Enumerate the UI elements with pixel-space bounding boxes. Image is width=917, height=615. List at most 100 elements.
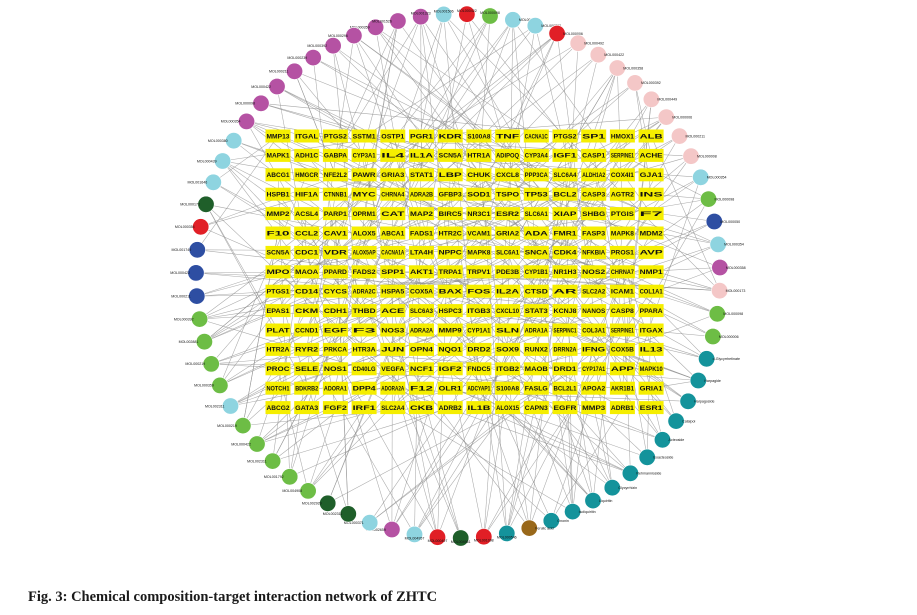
- target-box: [265, 381, 291, 395]
- molecule-node: MOL004957: [405, 525, 424, 543]
- target-node: MAOB: [523, 362, 549, 376]
- target-box: [466, 168, 492, 182]
- molecule-label: MOL000439: [197, 159, 217, 163]
- target-node: MYC: [351, 187, 377, 201]
- molecule-label: MOL002929: [302, 502, 322, 506]
- target-box: [409, 129, 434, 143]
- molecule-label: Catalpol: [682, 419, 695, 423]
- target-box: [466, 362, 492, 376]
- molecule-circle: [281, 468, 299, 486]
- target-box: [437, 342, 463, 356]
- edge-line: [272, 407, 451, 462]
- target-label: MAPK8: [467, 250, 490, 257]
- target-label: DPP4: [353, 386, 376, 393]
- target-node: S100A8: [495, 381, 521, 395]
- target-box: [265, 265, 291, 279]
- target-label: SPP1: [381, 269, 404, 276]
- target-node: SLC6A4: [552, 168, 578, 182]
- target-label: ALOX15: [496, 405, 519, 412]
- target-box: [609, 245, 635, 259]
- molecule-circle: [704, 327, 722, 345]
- target-node: PPARA: [638, 304, 664, 318]
- edge-line: [593, 174, 677, 422]
- target-node: HTR2A: [265, 342, 291, 356]
- target-box: [437, 187, 463, 201]
- target-label: COX4I1: [611, 172, 634, 179]
- target-box: [638, 207, 664, 221]
- target-box: [294, 207, 320, 221]
- edge-line: [392, 116, 667, 292]
- target-node: ADA: [523, 226, 549, 240]
- target-box: [638, 148, 664, 162]
- target-label: SOX9: [496, 347, 519, 354]
- molecule-node: MOL000354: [221, 112, 256, 130]
- molecule-circle: [699, 190, 717, 208]
- target-node: GFBP3: [437, 187, 463, 201]
- target-label: CYCS: [324, 289, 348, 296]
- target-label: VDR: [324, 250, 347, 257]
- molecule-node: MOL000422: [457, 5, 477, 23]
- target-node: HSPA5: [380, 284, 406, 298]
- target-node: APP: [609, 362, 635, 376]
- molecule-circle: [498, 524, 516, 542]
- target-label: IGF1: [554, 153, 578, 160]
- target-box: [466, 381, 492, 395]
- target-node: SERPINE1: [609, 323, 635, 337]
- molecule-label: MOL000098: [235, 102, 255, 106]
- molecule-circle: [188, 287, 206, 305]
- target-box: [294, 323, 320, 337]
- molecule-circle: [238, 112, 256, 130]
- target-box: [351, 129, 377, 143]
- target-label: SERPINE1: [611, 153, 634, 160]
- target-box: [552, 226, 578, 240]
- molecule-node: MOL000006: [548, 24, 583, 42]
- target-label: NR1H3: [554, 269, 577, 276]
- molecule-node: MOL000358: [608, 59, 643, 77]
- target-box: [322, 245, 348, 259]
- target-label: AR: [554, 289, 578, 296]
- target-box: [265, 245, 291, 259]
- target-node: EGF: [322, 323, 348, 337]
- molecule-circle: [584, 492, 602, 510]
- target-label: COX5B: [611, 347, 634, 354]
- target-node: JUN: [380, 342, 406, 356]
- target-box: [322, 226, 348, 240]
- target-node: IL2A: [495, 284, 521, 298]
- molecule-circle: [361, 514, 379, 532]
- target-box: [322, 129, 348, 143]
- molecule-label: Rehmannioside: [636, 472, 661, 476]
- target-label: GJA1: [640, 172, 663, 179]
- molecule-label: MOL001749: [172, 248, 192, 252]
- target-box: [466, 148, 492, 162]
- target-box: [265, 304, 291, 318]
- target-label: ACE: [381, 308, 405, 315]
- target-box: [265, 342, 291, 356]
- target-node: CAT: [380, 207, 406, 221]
- target-label: NPPC: [439, 250, 462, 257]
- target-node: IL4: [380, 148, 406, 162]
- molecule-node: MOL002311: [323, 505, 357, 523]
- target-label: NQO1: [439, 347, 462, 354]
- molecule-circle: [319, 494, 337, 512]
- target-label: ESR1: [640, 405, 663, 412]
- target-box: [437, 304, 463, 318]
- target-node: CASP8: [609, 304, 635, 318]
- target-box: [351, 304, 377, 318]
- molecule-node: MOL000354: [692, 168, 726, 186]
- target-label: ICAM1: [611, 289, 634, 296]
- target-box: [265, 207, 291, 221]
- molecule-circle: [452, 529, 470, 547]
- molecule-node: MOL000098: [708, 305, 743, 323]
- target-label: IRF1: [353, 405, 377, 412]
- target-box: [495, 245, 521, 259]
- edge-line: [306, 349, 415, 535]
- target-node: CTNNB1: [322, 187, 348, 201]
- molecule-node: MOL000392: [307, 37, 342, 55]
- target-label: IL2A: [496, 289, 519, 296]
- target-label: TRPA1: [439, 269, 462, 276]
- target-box: [265, 148, 291, 162]
- target-label: MYC: [353, 192, 376, 199]
- molecule-label: MOL000371: [344, 521, 364, 525]
- target-box: [609, 381, 635, 395]
